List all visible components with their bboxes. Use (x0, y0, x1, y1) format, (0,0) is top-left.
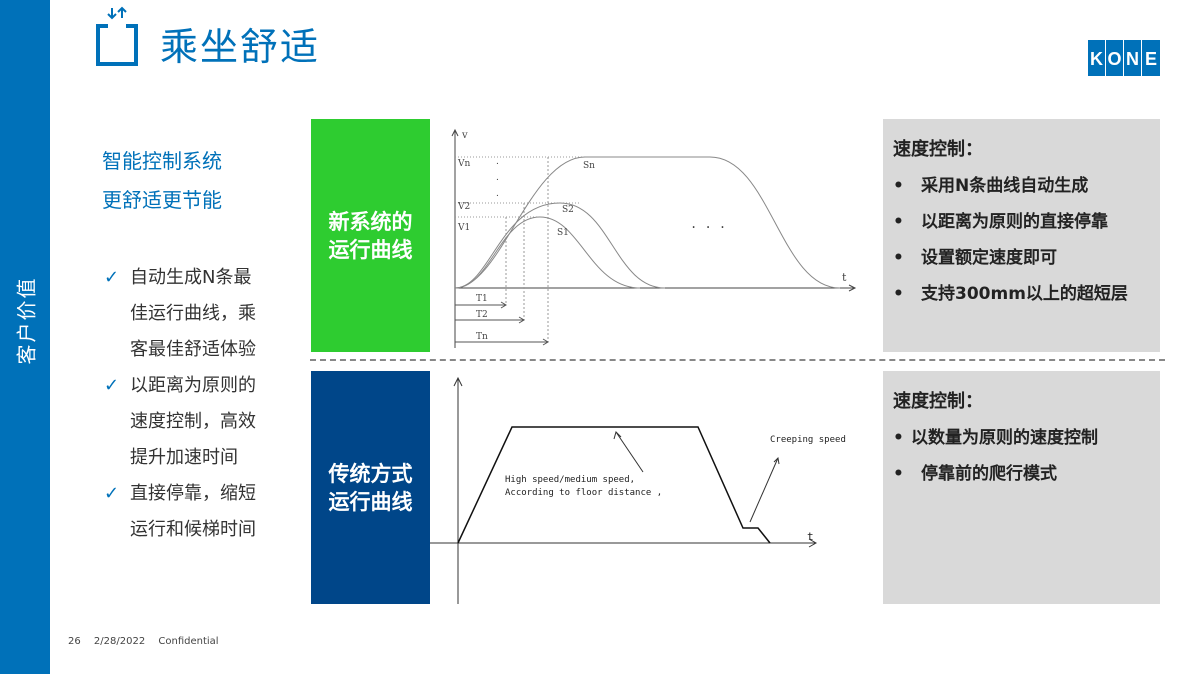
elevator-icon (96, 6, 138, 66)
sidebar: 客户价值 (0, 0, 50, 674)
footer-confidential: Confidential (158, 636, 219, 647)
ellipsis-mark: . . . (690, 217, 726, 231)
bullet-text: 停靠前的爬行模式 (921, 464, 1057, 484)
new-system-label-line: 运行曲线 (328, 237, 413, 262)
list-item: ✓ 以距离为原则的 速度控制，高效 提升加速时间 (104, 368, 284, 476)
traditional-label-line: 运行曲线 (328, 489, 413, 514)
bullet-icon: • (893, 176, 904, 196)
bullet-item: • 设置额定速度即可 (893, 243, 1057, 268)
bullet-item: • 以数量为原则的速度控制 (893, 423, 1098, 448)
panel-heading: 速度控制： (893, 391, 983, 412)
y-axis-arrow (451, 128, 459, 137)
bullet-item: • 以距离为原则的直接停靠 (893, 207, 1108, 232)
duration-tn-arrowhead (542, 338, 549, 346)
high-speed-pointer (615, 431, 644, 473)
y-axis-label: v (461, 130, 468, 141)
x-axis-label: t (807, 530, 814, 543)
bullet-icon: • (893, 212, 904, 232)
dots-mark: . (496, 157, 499, 167)
check-icon: ✓ (104, 267, 120, 288)
section-divider (310, 359, 1165, 361)
list-item-line: 直接停靠，缩短 (130, 483, 256, 504)
time-label: Tn (476, 332, 488, 342)
check-icon: ✓ (104, 375, 120, 396)
series-s1-curve (454, 216, 641, 289)
footer-date: 2/28/2022 (93, 636, 146, 647)
subtitle-smart-control: 智能控制系统 (102, 149, 222, 173)
list-item-line: 客最佳舒适体验 (130, 339, 256, 360)
creeping-pointer-head (773, 456, 780, 465)
traditional-speed-curve (457, 426, 771, 544)
bullet-text: 采用N条曲线自动生成 (921, 176, 1089, 196)
traditional-label-line: 传统方式 (328, 461, 413, 486)
x-axis-label: t (842, 271, 847, 284)
list-item: ✓ 自动生成N条最 佳运行曲线，乘 客最佳舒适体验 (104, 260, 284, 368)
high-speed-label: According to floor distance , (505, 488, 662, 498)
dots-mark: . (496, 189, 499, 199)
time-label: T2 (476, 310, 488, 320)
bullet-item: • 采用N条曲线自动生成 (893, 171, 1088, 196)
traditional-curve-chart: t Creeping speed High speed/medium speed… (430, 376, 846, 604)
bullet-icon: • (893, 464, 904, 484)
series-label: Sn (583, 161, 595, 171)
new-system-label-line: 新系统的 (328, 209, 413, 234)
y-tick-label: V1 (457, 223, 470, 233)
kone-logo: K O N E (1088, 40, 1160, 76)
footer: 26 2/28/2022 Confidential (68, 636, 229, 647)
sidebar-label-wrap: 客户价值 (0, 250, 50, 390)
traditional-label-box: 传统方式 运行曲线 (311, 371, 430, 604)
bullet-text: 以距离为原则的直接停靠 (921, 212, 1108, 232)
creeping-pointer (749, 457, 779, 523)
list-item-line: 速度控制，高效 (130, 411, 256, 432)
creeping-label: Creeping speed (770, 435, 846, 445)
logo-letter: N (1126, 49, 1139, 69)
new-system-curve-chart: v t Vn V2 V1 . . . S1 S2 Sn . . . T1 T2 … (451, 128, 857, 348)
new-system-info-panel: 速度控制： • 采用N条曲线自动生成 • 以距离为原则的直接停靠 • 设置额定速度即可… (883, 119, 1160, 352)
high-speed-label: High speed/medium speed, (505, 475, 635, 485)
series-label: S2 (562, 205, 574, 215)
time-label: T1 (476, 294, 488, 304)
panel-heading: 速度控制： (893, 139, 983, 160)
new-system-label-box: 新系统的 运行曲线 (311, 119, 430, 352)
list-item-line: 运行和候梯时间 (130, 519, 256, 540)
bullet-item: • 停靠前的爬行模式 (893, 459, 1057, 484)
list-item-line: 以距离为原则的 (130, 375, 256, 396)
series-sn-curve (454, 156, 841, 289)
y-tick-label: Vn (457, 159, 470, 169)
sidebar-label: 客户价值 (14, 276, 39, 364)
x-axis-arrow (808, 538, 818, 548)
x-axis-arrow (848, 284, 857, 292)
bullet-icon: • (893, 248, 904, 268)
check-icon: ✓ (104, 483, 120, 504)
high-speed-pointer-head (613, 431, 622, 440)
bullet-text: 以数量为原则的速度控制 (911, 428, 1098, 448)
logo-letter: K (1090, 49, 1103, 69)
y-axis-arrow (453, 376, 463, 387)
bullet-icon: • (893, 284, 904, 304)
logo-letter: E (1145, 49, 1157, 69)
list-item: ✓ 直接停靠，缩短 运行和候梯时间 (104, 476, 284, 548)
bullet-icon: • (893, 428, 904, 448)
feature-checklist: ✓ 自动生成N条最 佳运行曲线，乘 客最佳舒适体验 ✓ 以距离为原则的 速度控制… (104, 260, 284, 548)
logo-letter: O (1107, 49, 1121, 69)
series-s2-curve (454, 202, 666, 289)
bullet-item: • 支持300mm以上的超短层 (893, 279, 1128, 304)
subtitle-comfort: 更舒适更节能 (102, 188, 222, 212)
page-title: 乘坐舒适 (160, 25, 321, 69)
bullet-text: 设置额定速度即可 (921, 248, 1057, 268)
y-tick-label: V2 (457, 202, 470, 212)
list-item-line: 提升加速时间 (130, 447, 238, 468)
bullet-text: 支持300mm以上的超短层 (921, 284, 1128, 304)
list-item-line: 自动生成N条最 (130, 267, 252, 288)
duration-t1-arrowhead (500, 301, 507, 309)
list-item-line: 佳运行曲线，乘 (130, 303, 256, 324)
dots-mark: . (496, 173, 499, 183)
duration-t2-arrowhead (518, 316, 525, 324)
page-number: 26 (68, 636, 81, 647)
traditional-info-panel: 速度控制： • 以数量为原则的速度控制 • 停靠前的爬行模式 (883, 371, 1160, 604)
series-label: S1 (557, 228, 569, 238)
